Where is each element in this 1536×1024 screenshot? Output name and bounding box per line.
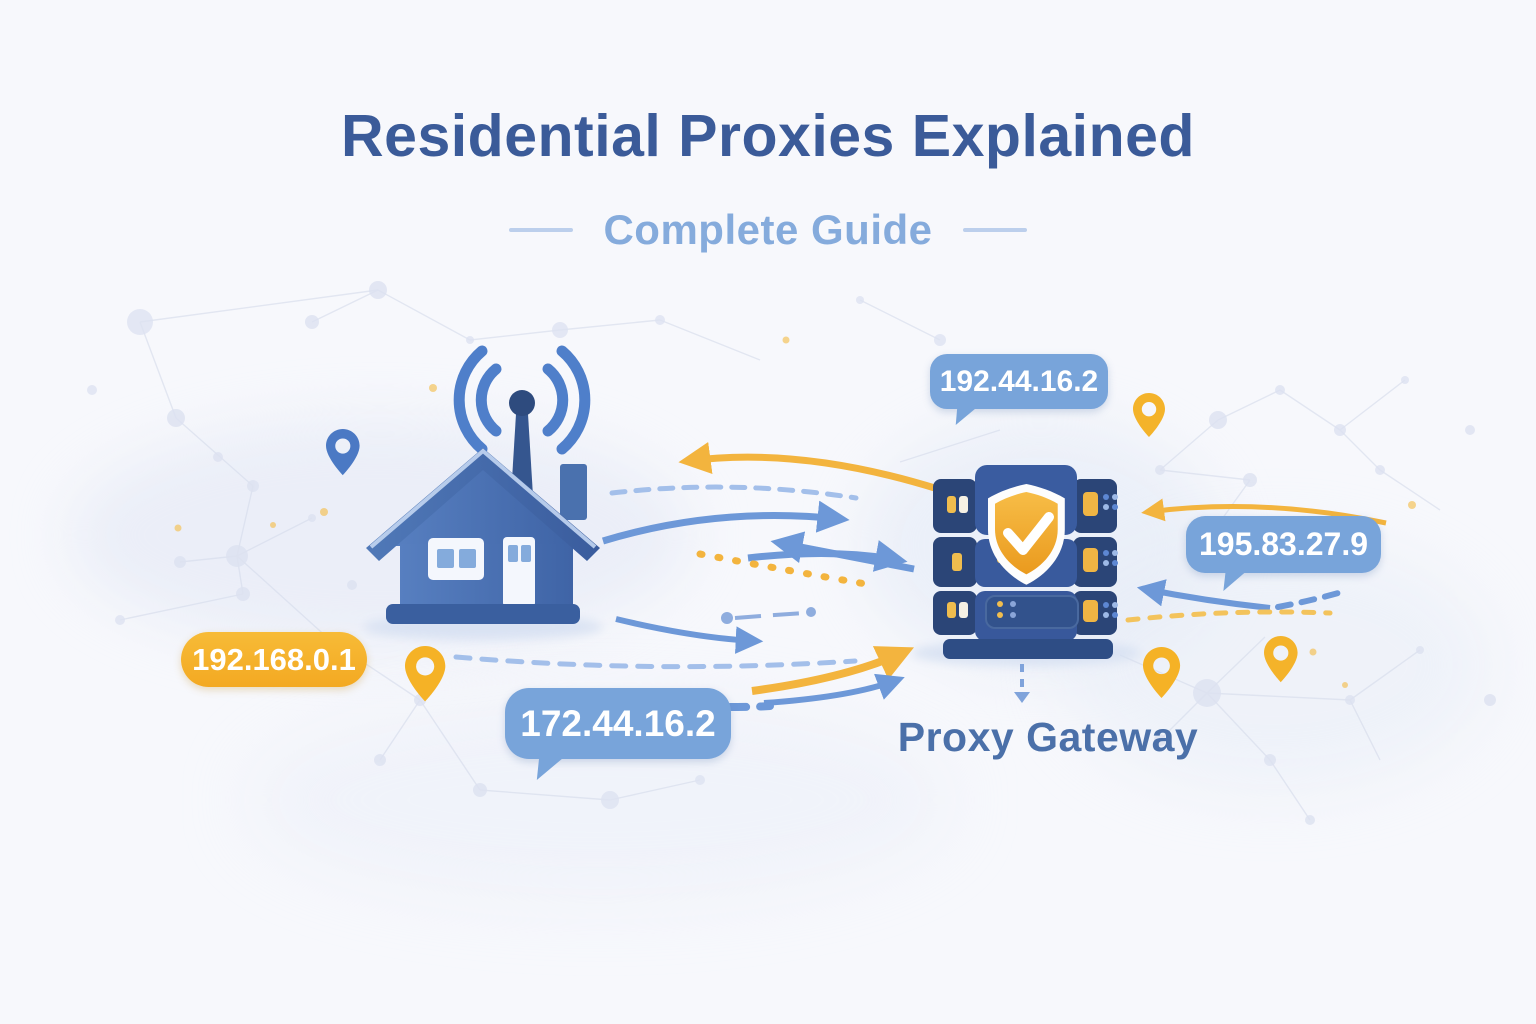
ip-bubble-proxy-assigned: 192.44.16.2 — [930, 354, 1108, 409]
shield-check-icon — [988, 484, 1065, 585]
house-base — [386, 604, 580, 624]
subtitle-dash-right — [962, 228, 1027, 232]
location-pin-blue-icon — [326, 429, 360, 476]
subtitle-row: Complete Guide — [0, 206, 1536, 254]
flow-dot-line — [734, 611, 805, 620]
location-pin-yellow-top-icon — [1133, 393, 1165, 437]
flow-dashed-blue-2 — [453, 654, 858, 670]
flow-arrow-blue-down-right — [615, 616, 764, 654]
ip-bubble-home-public-text: 172.44.16.2 — [520, 702, 716, 744]
house-window — [428, 538, 484, 580]
server-leds — [947, 492, 1118, 622]
ip-pill-home-local-text: 192.168.0.1 — [192, 641, 356, 677]
page-subtitle: Complete Guide — [603, 206, 933, 253]
flow-dotted-yellow-right-side — [1125, 609, 1333, 623]
house-icon — [366, 345, 600, 624]
server-icon — [933, 465, 1118, 659]
flow-arrow-blue-right-side — [1136, 579, 1271, 611]
ip-bubble-proxy-exit: 195.83.27.9 — [1186, 516, 1381, 573]
flow-arrow-blue-right-2 — [747, 540, 908, 572]
flow-arrow-blue-swoosh — [763, 673, 905, 706]
flow-arrow-yellow-swoosh — [751, 646, 915, 695]
flow-dashed-blue-right-side — [1275, 589, 1345, 610]
server-base — [943, 639, 1113, 659]
flow-dotted-yellow — [696, 550, 870, 588]
traffic-flow-arrows — [453, 442, 1387, 711]
ip-bubble-home-public: 172.44.16.2 — [505, 688, 731, 759]
subtitle-dash-left — [509, 228, 574, 232]
flow-dashed-blue-1 — [609, 484, 859, 501]
location-pin-yellow-far-right-icon — [1264, 636, 1298, 683]
location-pin-yellow-left-icon — [405, 646, 446, 702]
page-title: Residential Proxies Explained — [341, 103, 1195, 169]
ip-bubble-proxy-assigned-text: 192.44.16.2 — [939, 364, 1099, 398]
ip-pill-home-local: 192.168.0.1 — [181, 632, 367, 687]
location-pin-yellow-right-icon — [1143, 647, 1181, 699]
flow-arrow-yellow-left — [678, 442, 940, 493]
proxy-gateway-label: Proxy Gateway — [897, 714, 1199, 760]
wifi-antenna-icon — [453, 345, 591, 496]
ip-bubble-proxy-exit-text: 195.83.27.9 — [1198, 526, 1369, 562]
flow-arrow-blue-right-1 — [601, 500, 850, 545]
